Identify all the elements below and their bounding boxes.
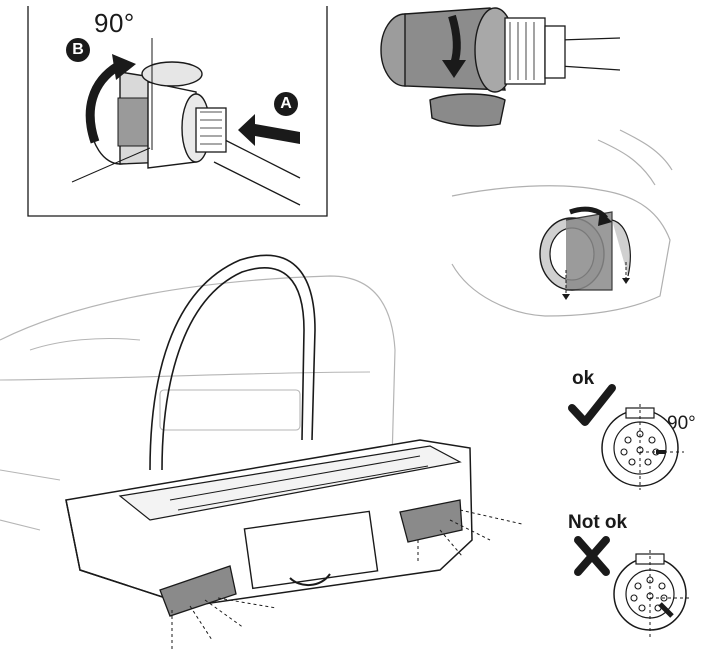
- ok-label: ok: [572, 368, 595, 389]
- ok-angle-label: 90°: [667, 413, 696, 434]
- angle-label-90: 90°: [94, 8, 135, 38]
- step-b-badge: B: [66, 38, 90, 62]
- not-ok-label: Not ok: [568, 512, 628, 533]
- push-arrow-icon: [238, 114, 300, 146]
- rotate-arrow-icon: [85, 62, 121, 144]
- step-a-badge: A: [274, 92, 298, 116]
